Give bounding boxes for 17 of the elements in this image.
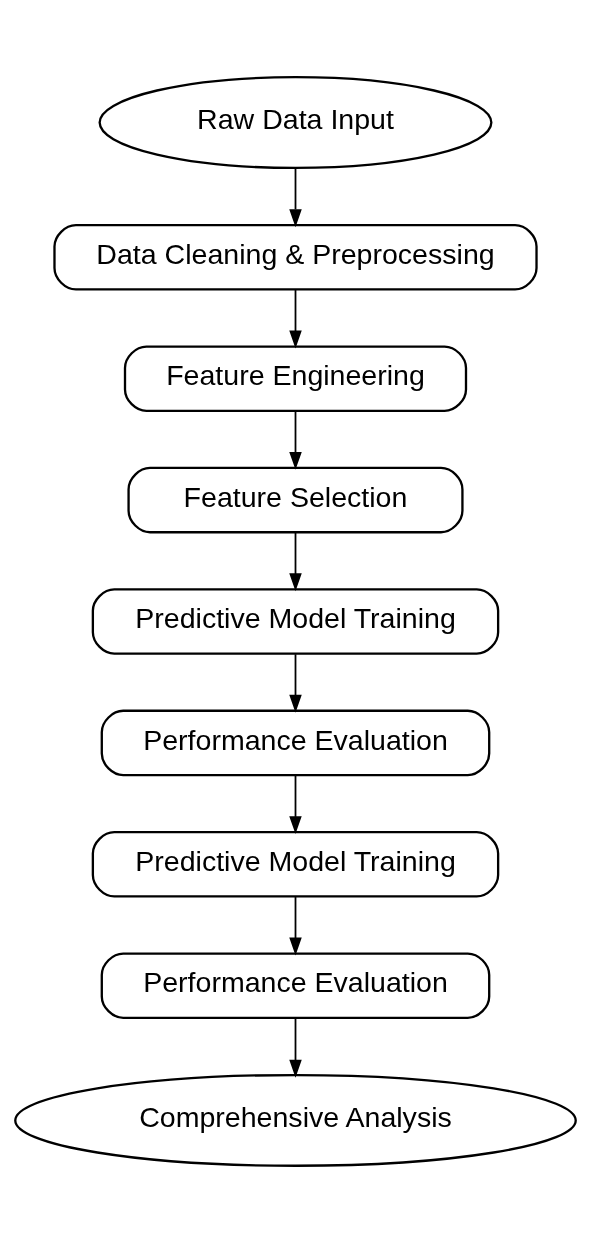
node-box: Feature Engineering [123,344,468,412]
node-box: Feature Selection [127,466,464,533]
arrow [289,531,302,591]
node-box: Performance Evaluation [100,951,491,1019]
arrow [289,166,302,227]
arrow [289,774,302,834]
arrow [289,410,302,470]
node-ellipse: Raw Data Input [98,75,493,169]
node-box: Data Cleaning & Preprocessing [53,223,538,291]
arrow [289,895,302,955]
arrow [289,652,302,713]
arrow [289,1016,302,1078]
node-ellipse: Comprehensive Analysis [14,1073,577,1167]
node-box: Predictive Model Training [91,587,500,655]
node-box: Performance Evaluation [100,709,491,776]
arrow [289,288,302,348]
node-box: Predictive Model Training [91,830,500,898]
